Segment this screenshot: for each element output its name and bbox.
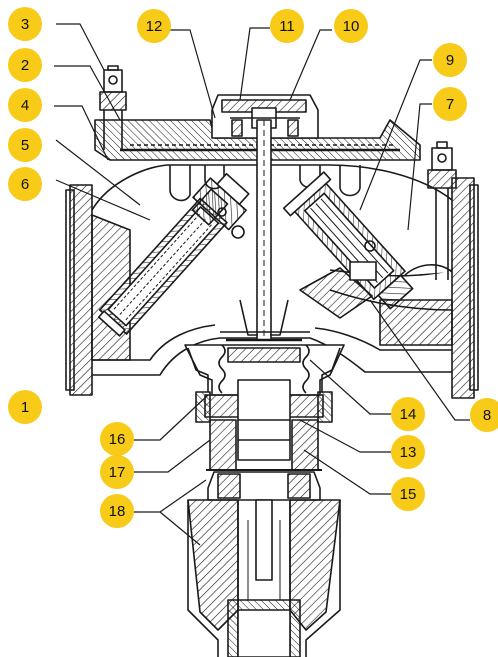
callout-6: 6 <box>8 167 42 201</box>
callout-15: 15 <box>391 477 425 511</box>
callout-11: 11 <box>270 9 304 43</box>
callout-16: 16 <box>100 422 134 456</box>
tailpiece <box>187 499 341 657</box>
callout-10: 10 <box>334 9 368 43</box>
left-filter-nut <box>191 188 245 239</box>
callout-18: 18 <box>100 494 134 528</box>
valve-body <box>65 164 479 399</box>
coupling-assembly <box>195 379 333 501</box>
callout-13: 13 <box>391 435 425 469</box>
lower-bowl <box>184 331 345 396</box>
callout-3: 3 <box>8 7 42 41</box>
callout-14: 14 <box>391 397 425 431</box>
callout-9: 9 <box>433 43 467 77</box>
callout-1: 1 <box>8 390 42 424</box>
callout-4: 4 <box>8 88 42 122</box>
callout-2: 2 <box>8 48 42 82</box>
valve-stem <box>239 119 289 341</box>
callout-8: 8 <box>470 398 498 432</box>
callout-17: 17 <box>100 455 134 489</box>
right-gauge-fitting <box>427 141 457 280</box>
callout-7: 7 <box>433 87 467 121</box>
right-pilot-base <box>299 240 377 319</box>
callout-12: 12 <box>137 9 171 43</box>
leader-lines <box>54 23 470 546</box>
callout-5: 5 <box>8 128 42 162</box>
left-filter-cartridge <box>97 172 250 337</box>
